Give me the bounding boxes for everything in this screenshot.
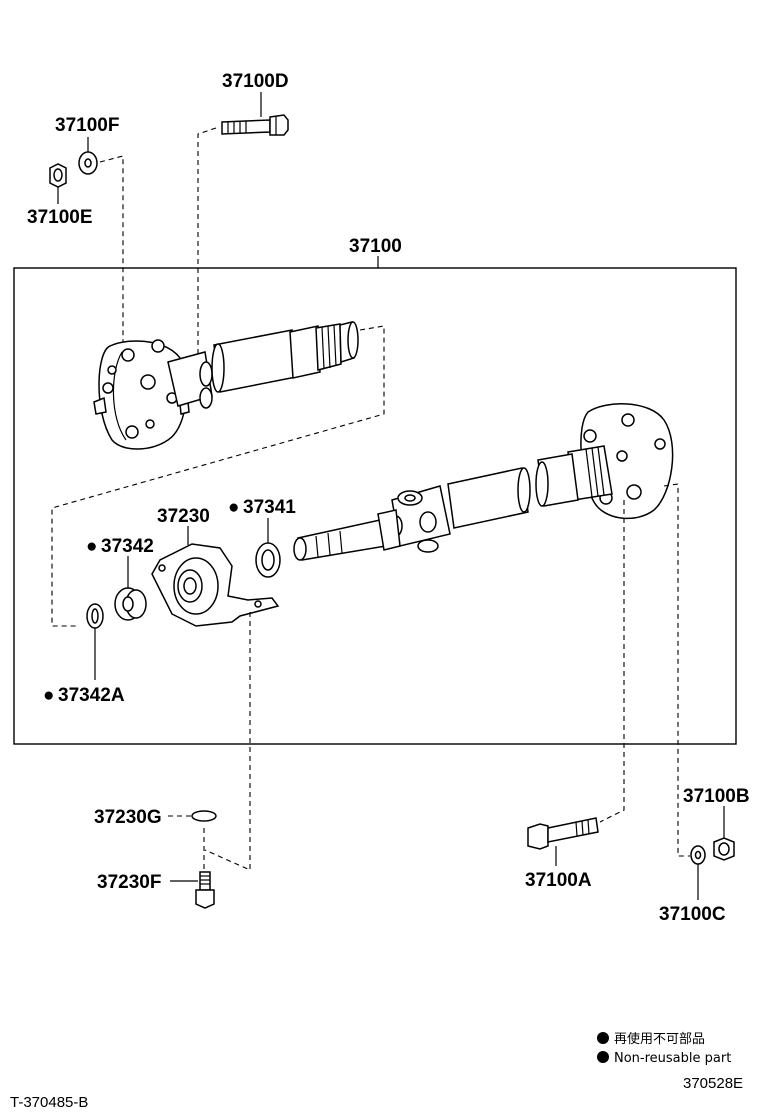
label-37100A: 37100A [525, 870, 592, 891]
front-flexible-coupling [93, 339, 190, 450]
legend-bullet-en [597, 1051, 609, 1063]
bearing-37342 [114, 587, 147, 621]
label-37100D: 37100D [222, 71, 289, 92]
label-37230: 37230 [157, 506, 210, 527]
center-shaft [447, 467, 531, 529]
center-bearing-37230 [151, 543, 280, 627]
legend: 再使用不可部品 Non-reusable part [597, 1031, 731, 1066]
front-yoke [167, 351, 213, 409]
snap-ring-37342A [86, 603, 104, 629]
rear-shaft-tube [535, 453, 579, 507]
label-37230G: 37230G [94, 807, 162, 828]
washer-37230G [191, 810, 217, 822]
splined-stub-shaft [293, 509, 401, 561]
washer-37100F [78, 151, 98, 175]
footer-right-code: 370528E [683, 1075, 743, 1092]
label-37230F: 37230F [97, 872, 161, 893]
dust-seal-37341 [255, 542, 281, 578]
bolt-37230F [195, 871, 215, 909]
nut-37100E [49, 163, 67, 188]
legend-en-text: Non-reusable part [614, 1051, 731, 1066]
label-37100F: 37100F [55, 115, 119, 136]
bolt-37100A [527, 817, 599, 850]
label-37100E: 37100E [27, 207, 93, 228]
non-reusable-marker-37342: ● [86, 536, 97, 557]
label-37342A: 37342A [58, 685, 125, 706]
assembly-frame [13, 267, 737, 745]
non-reusable-marker-37342A: ● [43, 685, 54, 706]
label-37100C: 37100C [659, 904, 726, 925]
non-reusable-marker-37341: ● [228, 497, 239, 518]
label-37342: 37342 [101, 536, 154, 557]
label-37341: 37341 [243, 497, 296, 518]
label-37100B: 37100B [683, 786, 750, 807]
legend-jp-text: 再使用不可部品 [614, 1031, 705, 1047]
bolt-37100D [221, 114, 289, 136]
nut-37100B [713, 837, 735, 861]
label-37100: 37100 [349, 236, 402, 257]
washer-37100C [690, 845, 706, 865]
legend-bullet-jp [597, 1032, 609, 1044]
footer-left-code: T-370485-B [10, 1094, 88, 1111]
front-shaft-tube [211, 321, 359, 393]
